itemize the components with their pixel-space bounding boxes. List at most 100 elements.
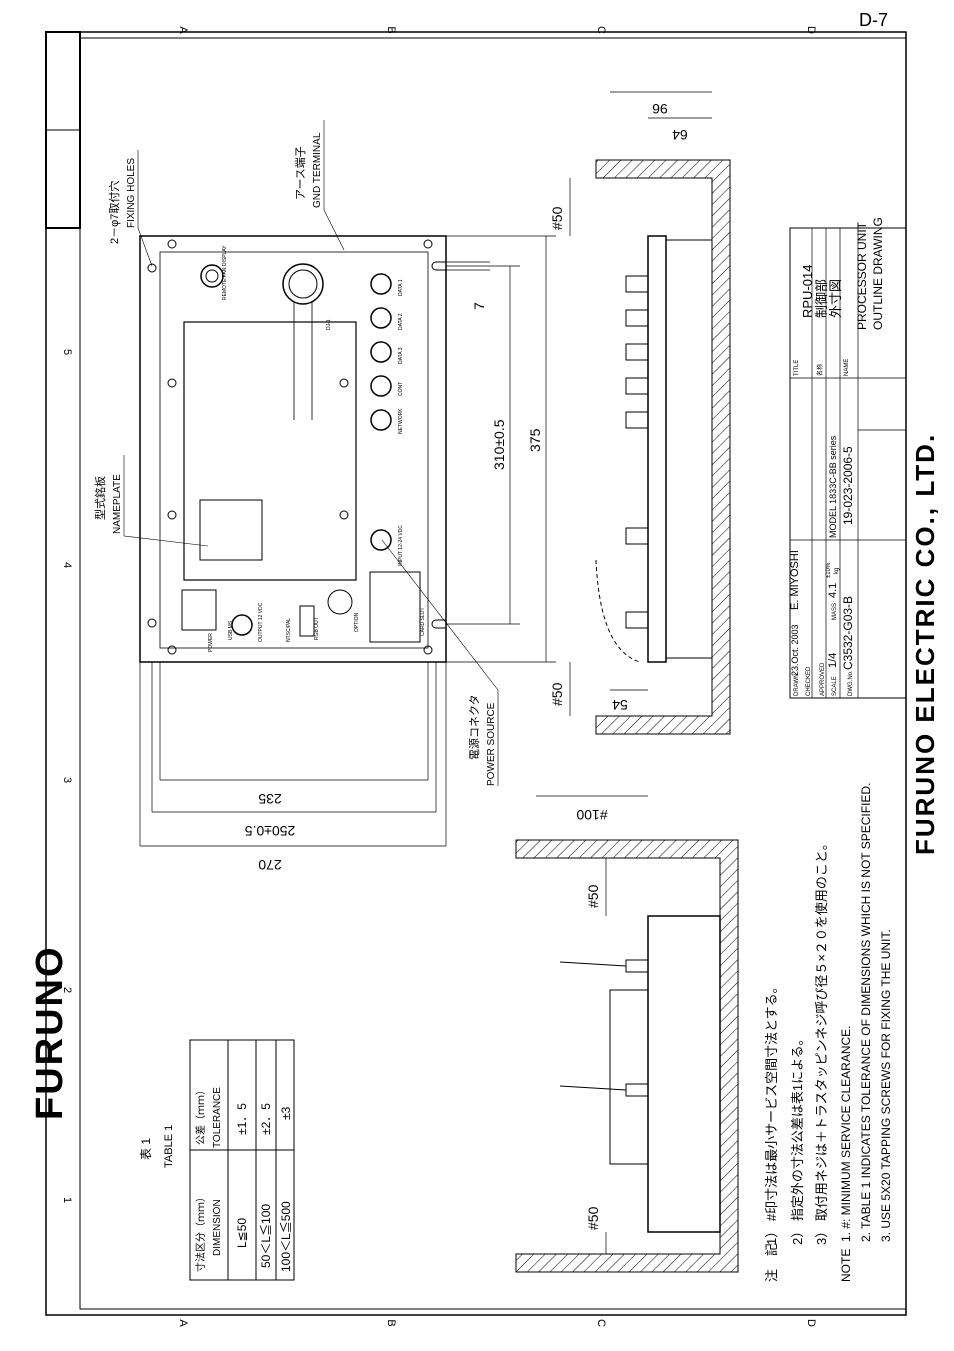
label-output: OUTPUT 12 VDC — [258, 602, 264, 642]
table-row2-tol: ±2．5 — [259, 1103, 273, 1135]
front-dimensions — [139, 235, 556, 847]
mass-unit: kg — [834, 568, 840, 574]
fixing-holes-en: FIXING HOLES — [126, 158, 137, 228]
card-slot — [369, 571, 421, 643]
front-dimension-values: 235 250±0.5 270 310±0.5 375 7 — [245, 302, 543, 873]
dim-7: 7 — [471, 302, 487, 310]
table-row1-tol: ±1．5 — [235, 1103, 249, 1135]
name-label: NAME — [844, 359, 850, 376]
rgb-out — [299, 605, 315, 637]
fixing-hole-2 — [147, 618, 157, 628]
grid-col-3: 3 — [61, 777, 73, 783]
label-input: INPUT 12-24 VDC — [398, 525, 404, 566]
grid-col-2: 2 — [61, 987, 73, 993]
drawn-by: E. MIYOSHI — [789, 550, 801, 610]
grid-col-1: 1 — [61, 1197, 73, 1203]
grid-column-markers: 1 2 3 4 5 — [61, 349, 73, 1203]
nameplate-area — [183, 321, 357, 581]
grid-row-d-bottom: D — [805, 1319, 817, 1327]
name-label-jp: 名称 — [816, 364, 824, 376]
dj1-connector — [282, 263, 324, 305]
dim-270: 270 — [258, 857, 282, 873]
drawn-date: 23.Oct. 2003 — [790, 624, 800, 676]
dim-375: 375 — [527, 428, 543, 452]
dim-235: 235 — [258, 791, 282, 807]
mass-label: MASS — [832, 603, 838, 620]
dim-50-bottom-bottom: #50 — [585, 1206, 601, 1230]
label-dj1: DJ-1 — [326, 319, 332, 330]
company-name: FURUNO ELECTRIC CO., LTD. — [910, 433, 940, 855]
label-power: POWER — [208, 633, 214, 652]
furuno-logo: FURUNO — [29, 945, 71, 1120]
gnd-jp: アース端子 — [294, 146, 307, 200]
nameplate — [199, 499, 263, 561]
dim-96: 96 — [652, 101, 668, 117]
table-row2-dim: 50＜L≦100 — [258, 1204, 273, 1268]
label-data3: DATA 3 — [398, 347, 404, 364]
callouts: 2－φ7取付穴 FIXING HOLES アース端子 GND TERMINAL … — [93, 120, 499, 786]
checked-label: CHECKED — [806, 666, 812, 696]
table-col2-en: TOLERANCE — [212, 1087, 223, 1148]
mass-value: 4.1 — [827, 583, 839, 598]
label-usb: USB MS — [228, 620, 234, 640]
slot-top — [431, 261, 446, 271]
front-panel-view: REMOTE FAN DISPLAY DJ-1 DATA 1 DATA 2 DA… — [139, 235, 447, 663]
grid-row-markers: A B C D A B C D — [177, 26, 817, 1327]
label-remote: REMOTE FAN DISPLAY — [222, 245, 228, 300]
grid-col-4: 4 — [61, 562, 73, 568]
grid-row-a-bottom: A — [177, 1319, 189, 1327]
usb-area — [181, 589, 217, 631]
table-col1-jp: 寸法区分（ｍｍ） — [194, 1192, 207, 1272]
label-network: NETWORK — [398, 408, 404, 434]
dim-100: #100 — [576, 807, 607, 823]
side-view: 96 64 #50 #50 54 — [549, 91, 731, 735]
data-connectors — [231, 273, 392, 636]
label-rgb-out: RGB OUT — [314, 617, 320, 640]
fixing-holes-jp: 2－φ7取付穴 — [107, 181, 121, 244]
grid-row-b-bottom: B — [385, 1319, 397, 1326]
title-block: TITLE RPU-014 名称 制御部 外寸図 NAME PROCESSOR … — [789, 217, 907, 699]
gnd-en: GND TERMINAL — [312, 132, 323, 208]
notes-en-heading: NOTE — [839, 1249, 853, 1282]
dim-50-bottom-top: #50 — [585, 884, 601, 908]
dim-250: 250±0.5 — [245, 823, 296, 839]
remote-connector — [200, 264, 224, 288]
table-row1-dim: L≦50 — [235, 1218, 249, 1248]
dwg-label: DWG.No. — [848, 670, 854, 696]
dim-50-side-bottom: #50 — [549, 682, 565, 706]
table-title-jp: 表 1 — [139, 1138, 153, 1160]
notes: 注 記 1） #印寸法は最小サービス空間寸法とする。 2） 指定外の寸法公差は表… — [764, 783, 893, 1282]
scale-value: 1/4 — [827, 653, 839, 668]
notes-jp-heading: 注 記 — [764, 1243, 779, 1282]
note-en-2: 2. TABLE 1 INDICATES TOLERANCE OF DIMENS… — [859, 783, 873, 1242]
mass-tolerance: ±10% — [826, 562, 832, 578]
table-row3-dim: 100＜L≦500 — [278, 1201, 293, 1272]
nameplate-jp: 型式銘板 — [93, 476, 107, 520]
doc-no: 19-023-2006-5 — [841, 446, 855, 525]
label-data1: DATA 1 — [398, 279, 404, 296]
dim-64: 64 — [672, 127, 688, 143]
table-col2-jp: 公差（ｍｍ） — [194, 1085, 207, 1145]
name-en-1: PROCESSOR UNIT — [855, 221, 869, 330]
grid-row-c-top: C — [595, 26, 607, 34]
approved-label: APPROVED — [820, 662, 826, 696]
page-label: D-7 — [858, 10, 888, 30]
table-col1-en: DIMENSION — [212, 1199, 223, 1256]
label-cont: CONT — [398, 382, 404, 396]
grid-row-c-bottom: C — [595, 1319, 607, 1327]
label-ntsc: NTSC/PAL — [286, 618, 292, 642]
note-en-1: 1. #: MINIMUM SERVICE CLEARANCE. — [839, 1026, 853, 1243]
grid-row-a-top: A — [177, 26, 189, 34]
nameplate-en: NAMEPLATE — [112, 474, 123, 534]
table-title-en: TABLE 1 — [163, 1125, 175, 1168]
model: MODEL 1833C-BB series — [828, 435, 838, 538]
power-jp: 電源コネクタ — [467, 694, 481, 760]
note-jp-2: 2） 指定外の寸法公差は表1による。 — [790, 1032, 805, 1245]
slot-bottom — [431, 619, 446, 629]
dwg-no: C3532-G03-B — [841, 596, 855, 670]
grid-col-5: 5 — [61, 349, 73, 355]
label-card-slot: CARD SLOT — [420, 607, 426, 636]
label-option: OPTION — [354, 612, 360, 632]
tolerance-table: 表 1 TABLE 1 寸法区分（ｍｍ） DIMENSION 公差（ｍｍ） TO… — [139, 1039, 295, 1281]
